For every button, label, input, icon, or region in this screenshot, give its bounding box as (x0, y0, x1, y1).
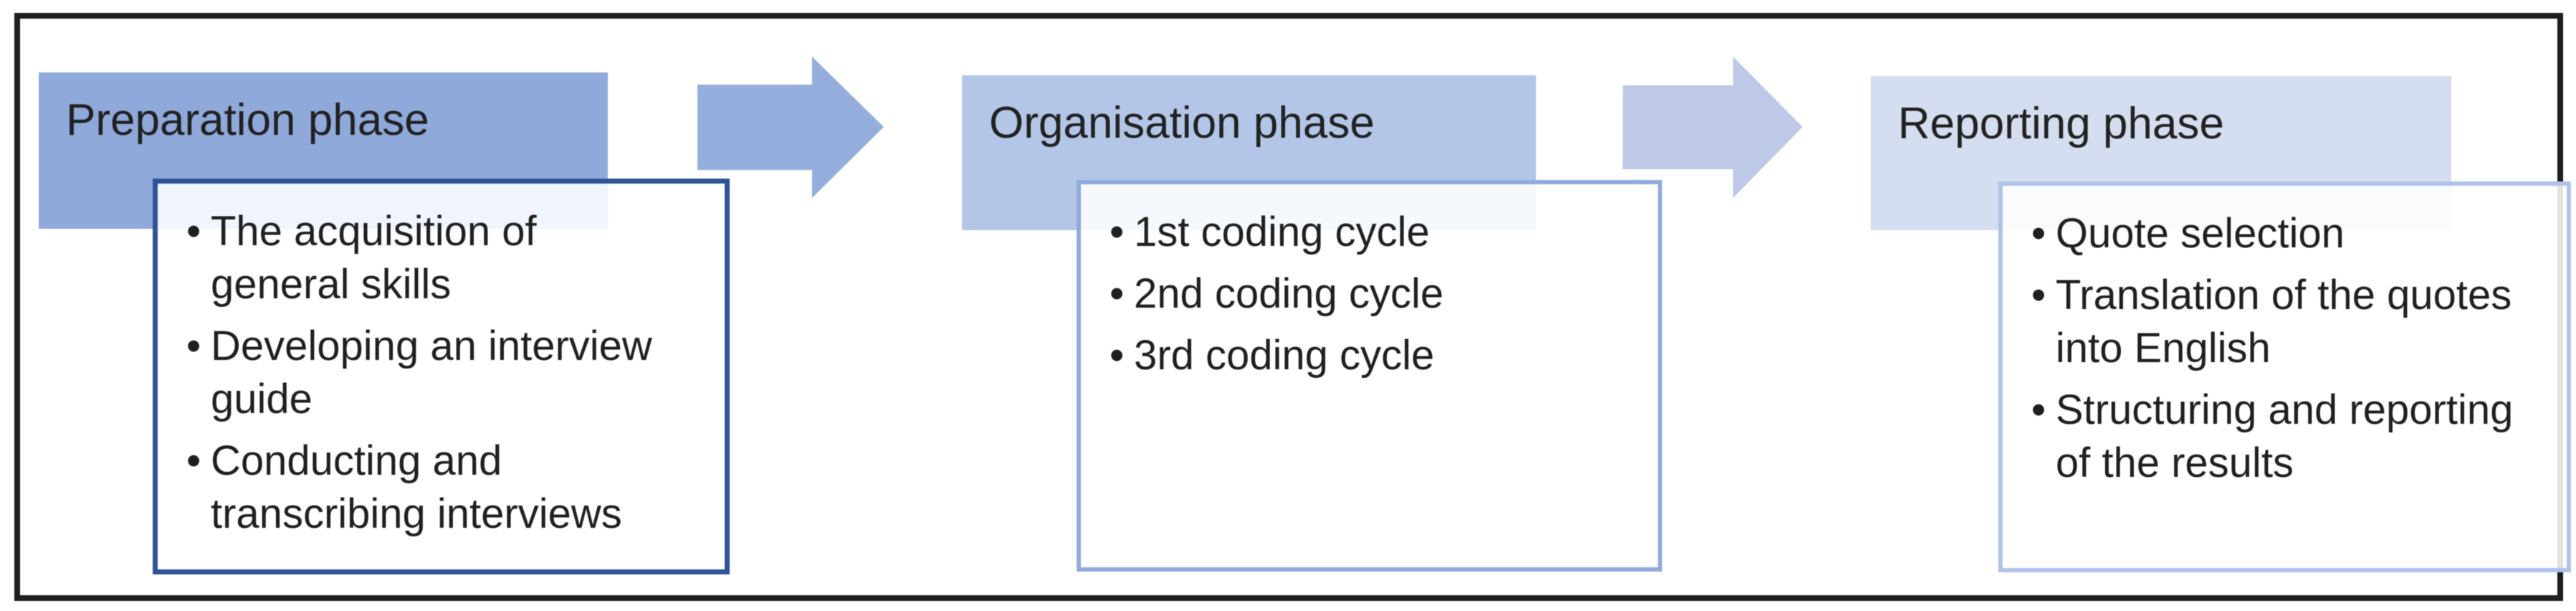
arrow-right-icon (697, 57, 884, 198)
arrow-right-shape (1623, 57, 1803, 198)
list-item-text: 3rd coding cycle (1134, 332, 1435, 379)
phase-box-organisation: • 1st coding cycle • 2nd coding cycle • … (1077, 180, 1662, 572)
list-item: • Structuring and reporting of the resul… (2031, 384, 2557, 490)
bullet-list: • 1st coding cycle • 2nd coding cycle • … (1081, 184, 1658, 382)
phase-box-reporting: • Quote selection • Translation of the q… (1998, 181, 2571, 572)
list-item-text: Conducting and transcribing interviews (211, 437, 622, 537)
list-item-text: The acquisition of general skills (211, 208, 537, 308)
phase-title: Preparation phase (66, 95, 429, 145)
list-item: • 3rd coding cycle (1110, 329, 1648, 382)
list-item: • Translation of the quotes into English (2031, 269, 2557, 375)
phase-box-preparation: • The acquisition of general skills • De… (153, 179, 730, 574)
bullet-icon: • (2031, 387, 2046, 433)
diagram-frame: Preparation phase • The acquisition of g… (14, 13, 2571, 601)
list-item: • The acquisition of general skills (186, 205, 715, 311)
list-item: • Quote selection (2031, 207, 2557, 260)
list-item: • Developing an interview guide (186, 320, 715, 426)
list-item-text: Translation of the quotes into English (2056, 272, 2512, 371)
bullet-list: • Quote selection • Translation of the q… (2003, 186, 2567, 490)
bullet-icon: • (2031, 210, 2046, 257)
arrow-right-icon (1623, 57, 1803, 198)
bullet-icon: • (2031, 272, 2046, 318)
list-item: • 1st coding cycle (1110, 206, 1648, 259)
bullet-icon: • (1110, 270, 1125, 317)
phase-title: Organisation phase (989, 98, 1375, 148)
list-item-text: Quote selection (2056, 210, 2345, 257)
list-item-text: Structuring and reporting of the results (2056, 387, 2514, 486)
bullet-list: • The acquisition of general skills • De… (158, 184, 725, 541)
bullet-icon: • (186, 208, 201, 255)
list-item-text: 2nd coding cycle (1134, 270, 1444, 317)
arrow-right-shape (697, 57, 884, 198)
bullet-icon: • (1110, 332, 1125, 379)
bullet-icon: • (1110, 209, 1125, 255)
bullet-icon: • (186, 437, 201, 484)
list-item: • 2nd coding cycle (1110, 267, 1648, 321)
list-item-text: Developing an interview guide (211, 323, 652, 422)
list-item-text: 1st coding cycle (1134, 209, 1430, 255)
list-item: • Conducting and transcribing interviews (186, 435, 715, 541)
bullet-icon: • (186, 323, 201, 369)
phase-title: Reporting phase (1898, 99, 2224, 148)
